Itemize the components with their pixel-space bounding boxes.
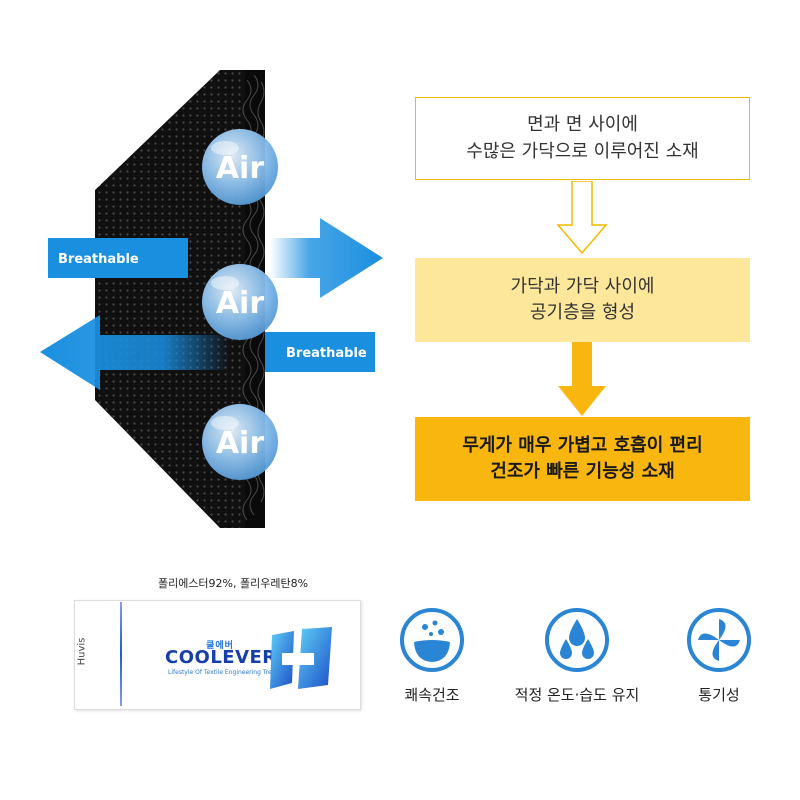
- brand-tagline: Lifestyle Of Textile Engineering Trend: [168, 669, 280, 676]
- feature-label-temp-humidity: 적정 온도·습도 유지: [514, 686, 640, 704]
- air-badge-1: Air: [202, 129, 278, 205]
- brand-name: COOLEVER™: [165, 647, 296, 668]
- breathable-text-bottom: Breathable: [286, 346, 367, 361]
- flow-box-2-line-2: 공기층을 형성: [529, 302, 636, 323]
- flow-box-1: 면과 면 사이에 수많은 가닥으로 이루어진 소재: [415, 97, 750, 180]
- water-drops-icon: [545, 608, 609, 672]
- brand-korean-name: 쿨에버: [206, 641, 234, 651]
- flow-box-3-line-1: 무게가 매우 가볍고 호흡이 편리: [462, 434, 703, 456]
- solid-down-arrow-icon: [558, 342, 606, 416]
- breathable-label-top: Breathable: [48, 238, 188, 278]
- maker-name: Huvis: [76, 637, 88, 666]
- flow-box-2: 가닥과 가닥 사이에 공기층을 형성: [415, 258, 750, 342]
- flow-box-3: 무게가 매우 가볍고 호흡이 편리 건조가 빠른 기능성 소재: [415, 417, 750, 501]
- air-badge-3: Air: [202, 404, 278, 480]
- fabric-illustration: Breathable Breathable Air Air Air: [40, 70, 383, 528]
- coolever-logo-icon: [270, 627, 332, 689]
- feature-label-quick-dry: 쾌속건조: [404, 686, 460, 704]
- air-badge-text: Air: [216, 286, 265, 321]
- fan-icon: [687, 608, 751, 672]
- air-badge-text: Air: [216, 426, 265, 461]
- drops-in-bowl-icon: [400, 608, 464, 672]
- hollow-down-arrow-icon: [556, 181, 608, 255]
- air-badge-text: Air: [216, 151, 265, 186]
- breathable-text-top: Breathable: [58, 252, 139, 267]
- breathable-label-bottom: Breathable: [265, 332, 375, 372]
- feature-label-breathability: 통기성: [698, 686, 740, 704]
- breathable-arrow-left: [40, 315, 230, 390]
- flow-box-1-line-2: 수많은 가닥으로 이루어진 소재: [466, 140, 699, 162]
- breathable-arrow-right: [270, 218, 383, 298]
- card-divider: [120, 602, 122, 706]
- flow-box-2-line-1: 가닥과 가닥 사이에: [510, 275, 655, 297]
- flow-box-1-line-1: 면과 면 사이에: [527, 114, 638, 136]
- flow-box-3-line-2: 건조가 빠른 기능성 소재: [490, 461, 675, 482]
- air-badge-2: Air: [202, 264, 278, 340]
- fabric-composition: 폴리에스터92%, 폴리우레탄8%: [157, 577, 309, 590]
